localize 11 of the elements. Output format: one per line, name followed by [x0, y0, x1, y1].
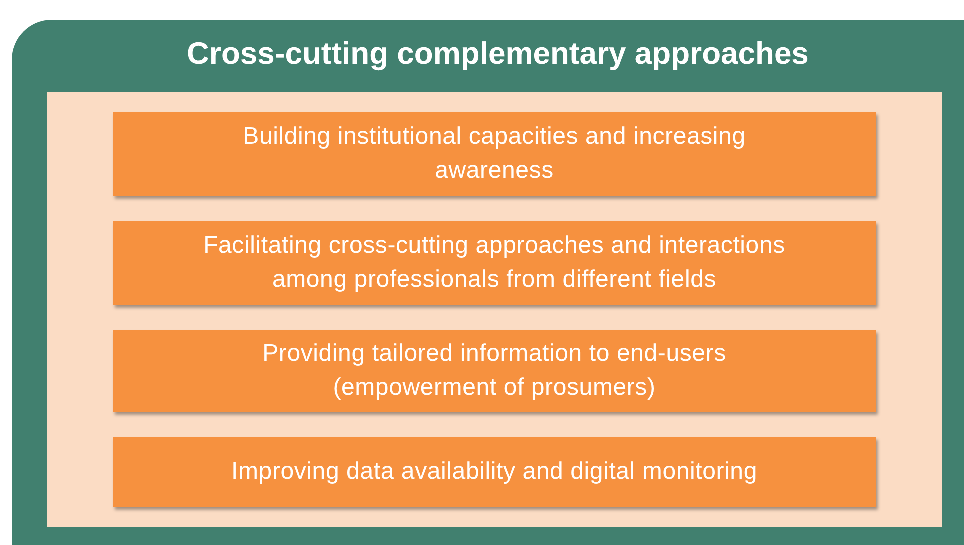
approach-box — [113, 330, 876, 412]
panel-title: Cross-cutting complementary approaches — [186, 38, 810, 69]
inner-panel — [47, 92, 942, 527]
approach-text: Providing tailored information to end-users (empowerment of prosumers) — [262, 339, 728, 403]
approach-text: Building institutional capacities and increasing awareness — [242, 122, 747, 186]
outer-panel — [12, 20, 964, 545]
approach-text: Facilitating cross-cutting approaches and interactions among professionals from different fields — [202, 231, 786, 295]
approach-box — [113, 437, 876, 507]
approach-box — [113, 221, 876, 305]
approach-box — [113, 112, 876, 196]
approach-text: Improving data availability and digital monitoring — [232, 457, 758, 487]
